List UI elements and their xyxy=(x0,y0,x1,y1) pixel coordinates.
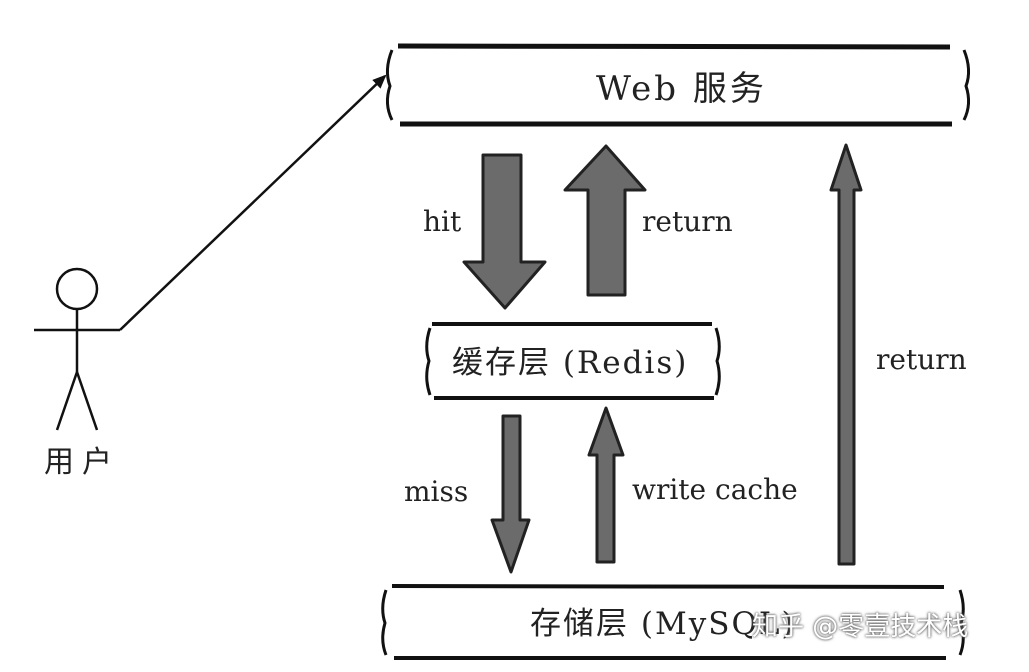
hit-label: hit xyxy=(423,205,462,238)
write-cache-arrow xyxy=(587,406,625,564)
return-from-storage-label: return xyxy=(876,343,967,376)
user-label: 用户 xyxy=(44,445,120,480)
miss-label: miss xyxy=(404,475,469,508)
return-from-cache-arrow xyxy=(563,144,647,297)
cache-layer-box xyxy=(425,322,721,400)
web-service-title: Web 服务 xyxy=(596,69,767,109)
cache-layer-title: 缓存层 (Redis) xyxy=(452,345,689,381)
return-from-cache-label: return xyxy=(642,205,733,238)
user-figure xyxy=(34,267,120,431)
miss-arrow xyxy=(490,414,531,574)
web-service-box xyxy=(385,43,971,127)
hit-arrow xyxy=(462,153,547,310)
user-request-arrow xyxy=(119,74,387,331)
watermark: 知乎 @零壹技术栈 xyxy=(752,612,969,642)
return-from-storage-arrow xyxy=(829,143,863,566)
storage-layer-title: 存储层 (MySQL) xyxy=(530,606,796,642)
storage-layer-box xyxy=(381,584,965,660)
write-cache-label: write cache xyxy=(632,473,798,506)
